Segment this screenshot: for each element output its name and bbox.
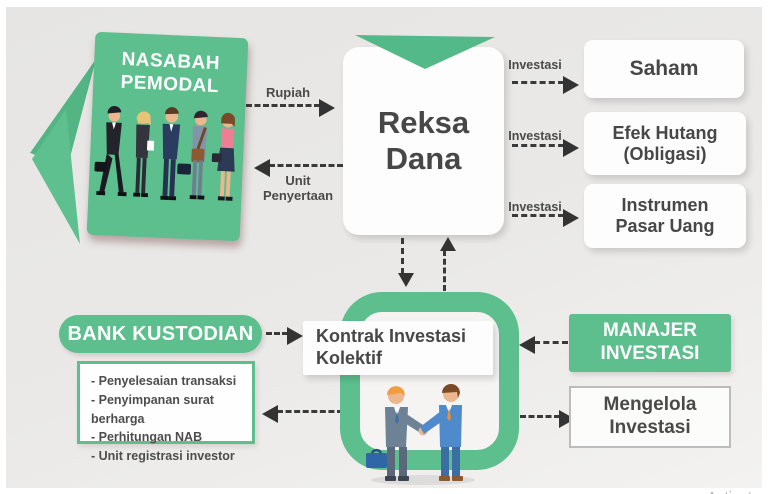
instrumen-pasar-uang-box: Instrumen Pasar Uang bbox=[584, 184, 746, 248]
investors-group-illustration bbox=[93, 105, 235, 201]
bank-to-kik-arrow bbox=[266, 327, 303, 345]
nasabah-pemodal-card: NASABAH PEMODAL bbox=[86, 31, 249, 242]
reksa-dana-box: Reksa Dana bbox=[343, 47, 504, 235]
handshake-illustration bbox=[366, 384, 475, 485]
rupiah-arrow bbox=[246, 99, 335, 117]
nasabah-pemodal-title: NASABAH PEMODAL bbox=[120, 48, 221, 97]
bank-kustodian-pill: BANK KUSTODIAN bbox=[59, 315, 262, 353]
investasi-arrow-3 bbox=[512, 209, 579, 227]
kontrak-investasi-kolektif-box: Kontrak Investasi Kolektif bbox=[303, 321, 493, 375]
unit-penyertaan-arrow bbox=[254, 159, 343, 177]
envelope-flap-icon bbox=[355, 35, 495, 69]
ribbon-fold-shape bbox=[30, 59, 96, 244]
bank-duty-item: - Unit registrasi investor bbox=[91, 449, 235, 463]
kik-to-mengelola-arrow bbox=[520, 410, 575, 428]
investasi-arrow-2 bbox=[512, 139, 579, 157]
mengelola-investasi-box: Mengelola Investasi bbox=[569, 386, 731, 448]
investasi-label-1: Investasi bbox=[508, 58, 562, 72]
investasi-label-2: Investasi bbox=[508, 129, 562, 143]
diagram-panel: NASABAH PEMODAL bbox=[6, 7, 762, 494]
manajer-investasi-box: MANAJER INVESTASI bbox=[569, 314, 731, 372]
bank-duty-item: - Perhitungan NAB bbox=[91, 430, 203, 445]
kik-to-duties-arrow bbox=[262, 405, 343, 423]
investasi-arrow-1 bbox=[512, 76, 579, 94]
rupiah-flow-label: Rupiah bbox=[265, 85, 311, 100]
unit-penyertaan-label: Unit Penyertaan bbox=[262, 173, 334, 203]
bank-duties-box: - Penyelesaian transaksi - Penyimpanan s… bbox=[77, 361, 255, 463]
activate-watermark: Activate bbox=[707, 489, 760, 494]
efek-hutang-box: Efek Hutang (Obligasi) bbox=[584, 112, 746, 175]
investasi-label-3: Investasi bbox=[508, 200, 562, 214]
bank-duty-item: - Penyelesaian transaksi bbox=[91, 374, 237, 388]
kik-to-reksa-arrow bbox=[440, 237, 456, 291]
manajer-to-kik-arrow bbox=[519, 336, 568, 354]
bank-duty-item: - Penyimpanan surat berharga bbox=[91, 392, 214, 426]
saham-box: Saham bbox=[584, 40, 744, 98]
reksa-to-kik-arrow bbox=[398, 238, 414, 287]
